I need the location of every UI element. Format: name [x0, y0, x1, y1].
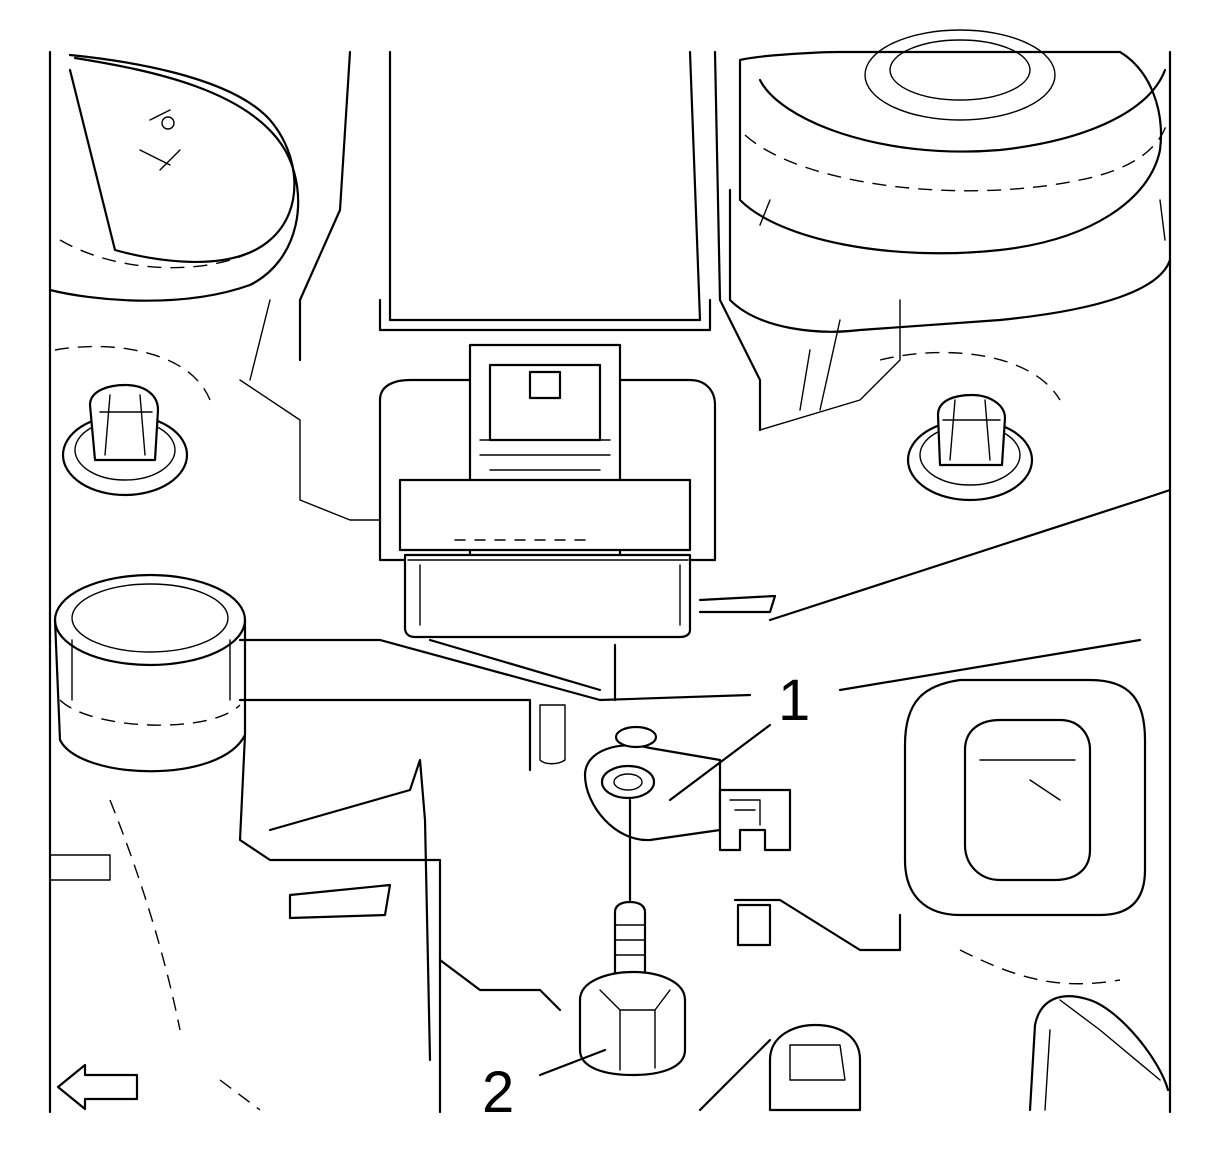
right-bracket: [733, 678, 1147, 952]
reservoir-cap-left: [48, 53, 300, 302]
bracket-band: [238, 488, 1172, 772]
lower-left-housing: [49, 733, 562, 1114]
center-housing: [239, 50, 901, 521]
frame-edges: [48, 50, 1172, 1114]
callout-1-label: 1: [778, 668, 810, 733]
reservoir-cap-right: [728, 29, 1172, 333]
callout-2-label: 2: [482, 1060, 514, 1125]
bolt: [578, 798, 687, 1077]
arrow-left-icon: [56, 1063, 139, 1111]
lower-right-housing: [698, 949, 1170, 1112]
mounting-boss-left: [54, 345, 211, 497]
mounting-boss-right: [879, 351, 1061, 502]
callout-leaders: [538, 723, 772, 1077]
ground-terminal: [583, 725, 792, 852]
electrical-connector: [378, 343, 717, 639]
filler-ring: [53, 573, 247, 773]
